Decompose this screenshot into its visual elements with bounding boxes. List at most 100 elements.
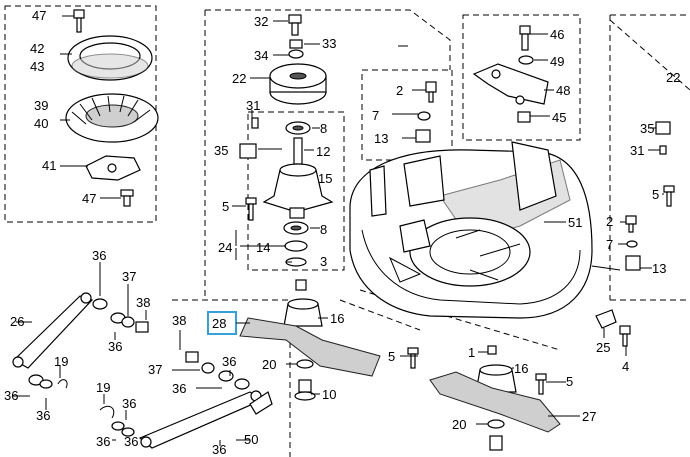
label-46: 46 <box>550 27 564 42</box>
bolt-2 <box>425 81 437 103</box>
frame-right-group <box>609 14 690 301</box>
label-5: 5 <box>652 187 659 202</box>
label-38: 38 <box>136 295 150 310</box>
label-1: 1 <box>468 345 475 360</box>
label-19: 19 <box>96 380 110 395</box>
label-36: 36 <box>124 434 138 449</box>
label-19: 19 <box>54 354 68 369</box>
spindle-housing-15 <box>262 163 334 219</box>
label-35: 35 <box>640 121 654 136</box>
bolt-5-right <box>663 185 675 207</box>
washer-7 <box>417 111 431 121</box>
nut-45 <box>517 111 531 123</box>
label-36: 36 <box>36 408 50 423</box>
pin-19-b <box>99 405 115 419</box>
washer-34 <box>288 49 304 59</box>
label-2: 2 <box>396 83 403 98</box>
nut-38-b <box>185 351 199 363</box>
label-5: 5 <box>388 349 395 364</box>
label-47: 47 <box>82 191 96 206</box>
label-8: 8 <box>320 121 327 136</box>
label-38: 38 <box>172 313 186 328</box>
label-39: 39 <box>34 98 48 113</box>
label-26: 26 <box>10 314 24 329</box>
part-14 <box>284 240 308 252</box>
label-37: 37 <box>148 362 162 377</box>
label-36: 36 <box>212 442 226 457</box>
bolt-5-blade <box>535 373 547 395</box>
cover-ring-42-43 <box>67 35 153 81</box>
frame-bracket-group <box>462 14 581 141</box>
label-31: 31 <box>246 98 260 113</box>
label-36: 36 <box>172 381 186 396</box>
label-25: 25 <box>596 340 610 355</box>
label-15: 15 <box>318 171 332 186</box>
label-20: 20 <box>452 417 466 432</box>
bearing-8-top <box>285 121 311 135</box>
bolt-32 <box>288 14 302 36</box>
bolt-10-right <box>489 435 503 451</box>
label-4: 4 <box>622 359 629 374</box>
label-34: 34 <box>254 48 268 63</box>
label-51: 51 <box>568 215 582 230</box>
washer-37-b <box>201 362 215 374</box>
part-31-right <box>659 145 667 155</box>
label-45: 45 <box>552 110 566 125</box>
label-5: 5 <box>222 199 229 214</box>
frame-pulley-group <box>4 5 157 223</box>
pin-19-a <box>57 379 68 389</box>
mower-deck-51 <box>349 141 593 319</box>
label-13: 13 <box>374 131 388 146</box>
label-36: 36 <box>122 396 136 411</box>
label-42: 42 <box>30 41 44 56</box>
bolt-5-deck <box>407 347 419 369</box>
washer-36-a <box>92 298 108 310</box>
frame-right-group <box>609 19 690 91</box>
label-5: 5 <box>566 374 573 389</box>
bolt-46 <box>519 25 531 51</box>
bolt-2-right <box>625 215 637 233</box>
clip-25 <box>595 309 617 329</box>
label-3: 3 <box>320 254 327 269</box>
label-37: 37 <box>122 269 136 284</box>
nut-33 <box>289 39 303 49</box>
plate-41 <box>85 155 141 181</box>
pulley-22 <box>269 63 327 105</box>
label-10: 10 <box>322 387 336 402</box>
collar-35 <box>239 143 257 159</box>
washer-7-right <box>626 240 638 248</box>
label-22: 22 <box>666 70 680 85</box>
label-36: 36 <box>108 339 122 354</box>
washer-49 <box>518 55 534 65</box>
label-16: 16 <box>330 311 344 326</box>
label-31: 31 <box>630 143 644 158</box>
label-36: 36 <box>96 434 110 449</box>
bearing-8-bottom <box>283 221 309 235</box>
nut-13-right <box>625 255 641 271</box>
frame-lower-group <box>172 299 291 457</box>
washer-36-g <box>111 421 125 431</box>
bolt-10 <box>294 379 316 401</box>
bracket-48 <box>472 63 549 105</box>
label-14: 14 <box>256 240 270 255</box>
label-41: 41 <box>42 158 56 173</box>
bolt-1 <box>487 345 497 355</box>
label-7: 7 <box>372 108 379 123</box>
bolt-4 <box>619 325 631 347</box>
nut-13 <box>415 129 431 143</box>
blade-28 <box>239 317 381 377</box>
collar-35-right <box>655 121 671 135</box>
nut-38-a <box>135 321 149 333</box>
label-8: 8 <box>320 222 327 237</box>
label-12: 12 <box>316 144 330 159</box>
label-43: 43 <box>30 59 44 74</box>
label-49: 49 <box>550 54 564 69</box>
bolt-47-bottom <box>120 189 134 207</box>
label-7: 7 <box>606 237 613 252</box>
label-13: 13 <box>652 261 666 276</box>
label-24: 24 <box>218 240 232 255</box>
label-33: 33 <box>322 36 336 51</box>
frame-pulley-group <box>204 9 451 300</box>
label-36: 36 <box>4 388 18 403</box>
